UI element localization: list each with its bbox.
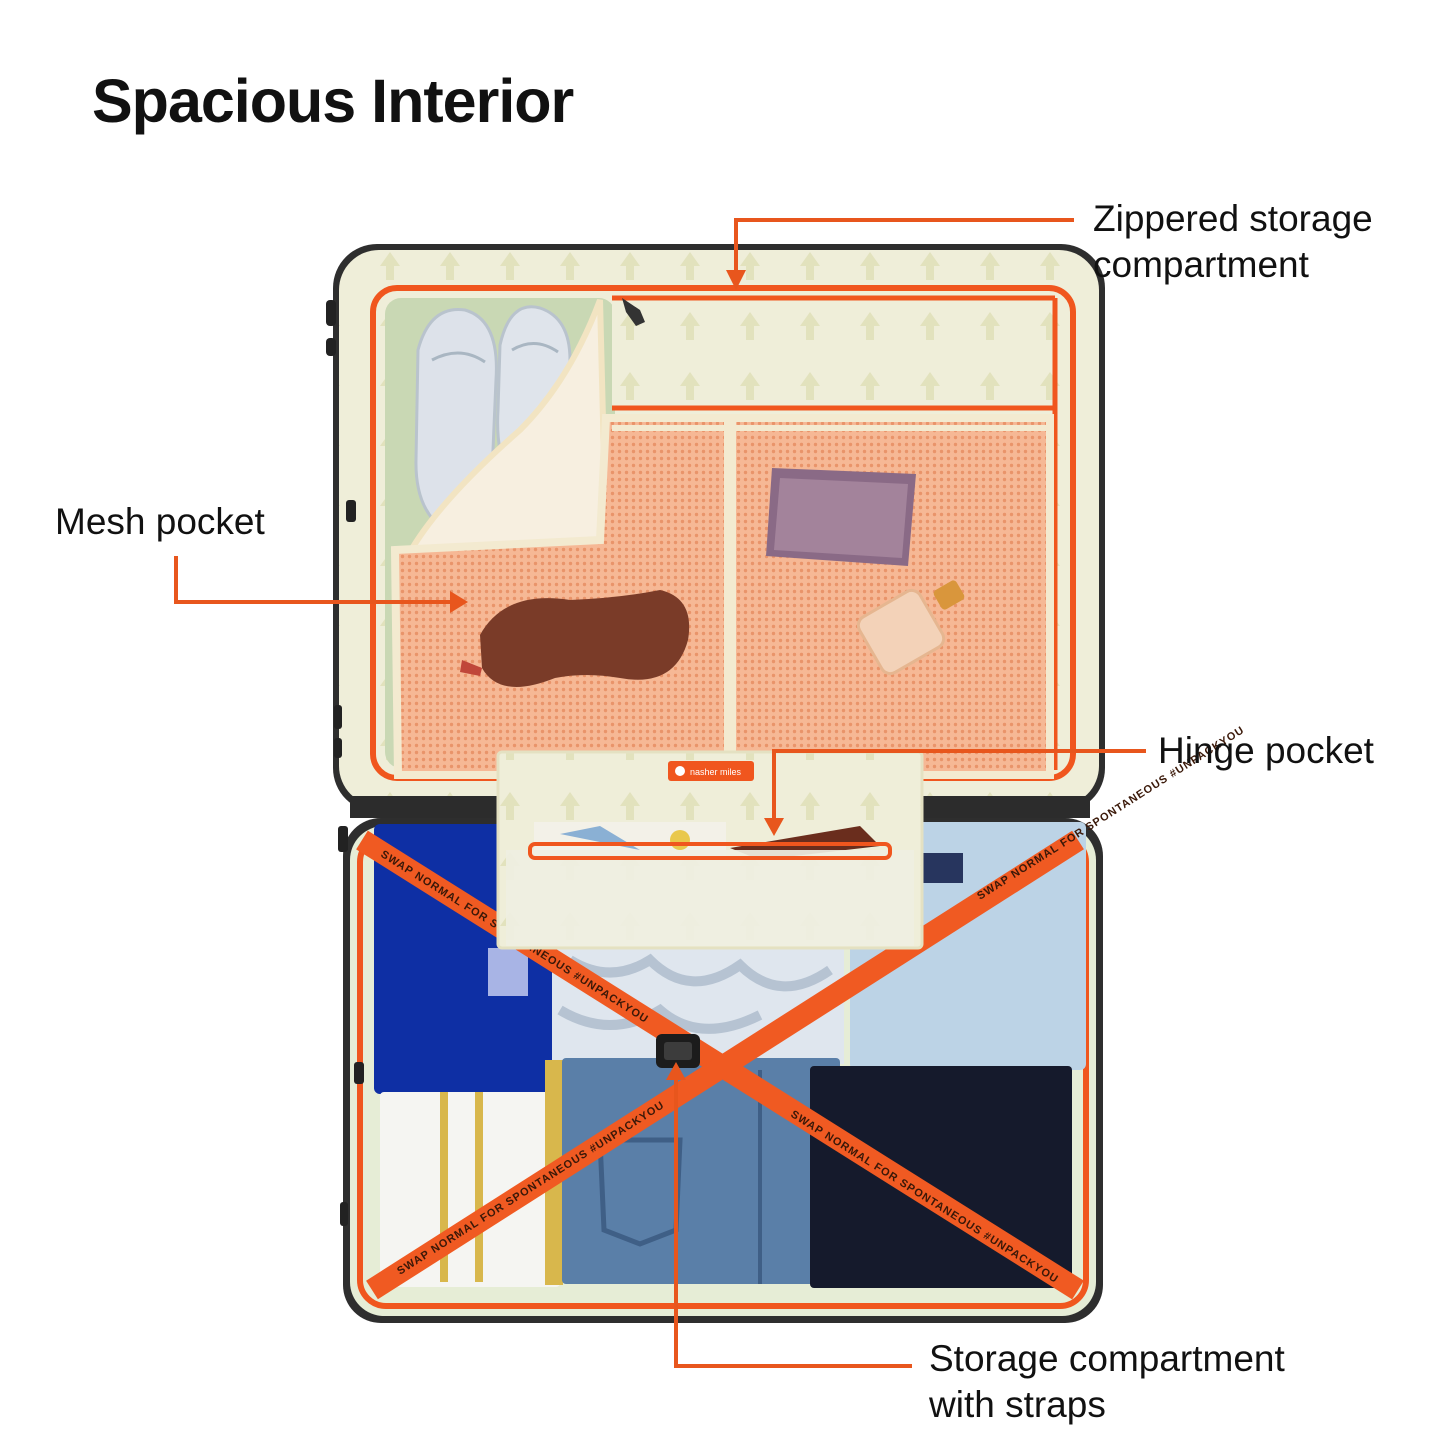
hinge-leader-line [772,749,1146,820]
callout-storage-line1: Storage compartment [929,1338,1285,1379]
brand-label: nasher miles [690,767,742,777]
callout-hinge-line1: Hinge pocket [1158,730,1374,771]
perfume-bottle [856,580,965,676]
storage-leader-line [674,1078,912,1368]
buckle-icon [656,1034,700,1068]
callout-mesh-pocket: Mesh pocket [55,499,265,545]
sleep-mask [460,590,690,687]
hinge-pocket: nasher miles [496,750,924,950]
callout-hinge-pocket: Hinge pocket [1158,728,1374,774]
travel-pouch [766,468,916,566]
callout-zippered-compartment: Zippered storage compartment [1093,196,1373,288]
zippered-compartment [612,295,1060,770]
mesh-leader-line [174,556,452,604]
callout-mesh-line1: Mesh pocket [55,501,265,542]
arrow-right-icon [450,591,468,613]
arrow-down-icon [726,270,746,290]
callout-storage-compartment: Storage compartment with straps [929,1336,1285,1428]
arrow-up-icon [666,1062,686,1080]
callout-zippered-line2: compartment [1093,244,1309,285]
callout-lines [174,218,1146,1368]
callout-zippered-line1: Zippered storage [1093,198,1373,239]
zippered-leader-line [734,218,1074,272]
callout-storage-line2: with straps [929,1384,1106,1425]
page-title: Spacious Interior [92,67,574,135]
arrow-down-icon [764,818,784,836]
